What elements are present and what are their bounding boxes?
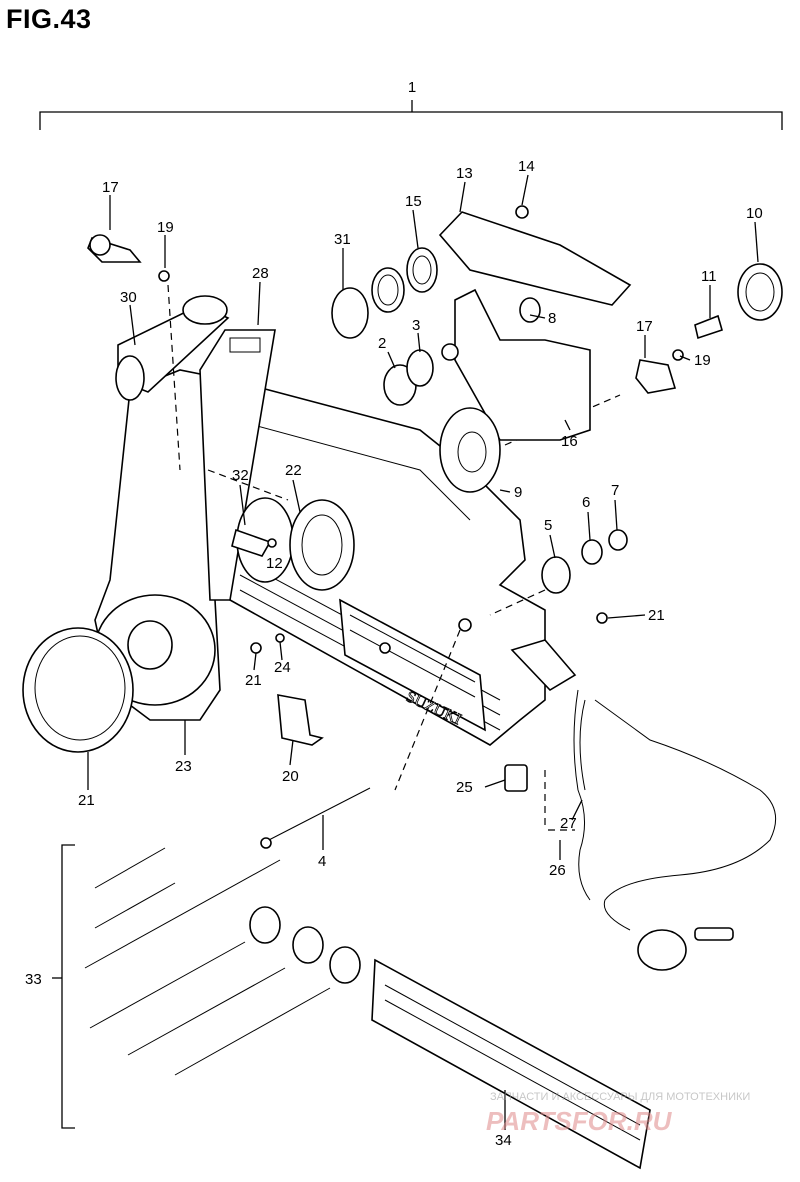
friction-knob bbox=[87, 234, 170, 282]
ring-and-bolts bbox=[635, 263, 783, 394]
callout-32: 32 bbox=[232, 467, 249, 484]
wiring-harness bbox=[594, 699, 777, 971]
callout-21b: 21 bbox=[245, 672, 262, 689]
callout-9: 9 bbox=[514, 484, 522, 501]
callout-29: 28 bbox=[252, 265, 269, 282]
lever-plate bbox=[199, 329, 276, 601]
hardware-kit bbox=[84, 847, 361, 1076]
callout-33: 33 bbox=[25, 971, 42, 988]
callout-4: 4 bbox=[318, 853, 326, 870]
callout-31: 31 bbox=[334, 231, 351, 248]
callout-19b: 19 bbox=[694, 352, 711, 369]
assembly-bracket: 1 bbox=[39, 79, 783, 130]
callout-11: 11 bbox=[701, 268, 717, 285]
callout-15: 15 bbox=[405, 193, 422, 210]
neutral-gear-assembly bbox=[231, 497, 355, 591]
callout-14: 14 bbox=[518, 158, 535, 175]
callout-34: 34 bbox=[495, 1132, 512, 1149]
callout-1: 1 bbox=[408, 79, 416, 96]
callout-3: 3 bbox=[412, 317, 420, 334]
lever-cover bbox=[22, 627, 134, 753]
callout-25: 24 bbox=[274, 659, 291, 676]
callout-7: 7 bbox=[611, 482, 619, 499]
trim-plate bbox=[371, 958, 651, 1170]
long-bolt bbox=[260, 787, 371, 849]
group-33-bracket: 33 bbox=[25, 844, 75, 1129]
callout-13: 13 bbox=[456, 165, 473, 182]
callout-19a: 19 bbox=[157, 219, 174, 236]
watermark-brand: PARTSFOR.RU bbox=[486, 1106, 673, 1136]
callout-30: 30 bbox=[120, 289, 137, 306]
callout-12: 12 bbox=[266, 555, 283, 572]
callout-21a: 21 bbox=[648, 607, 665, 624]
callout-28: 27 bbox=[560, 815, 577, 832]
callout-16: 16 bbox=[561, 433, 578, 450]
emergency-stop-switch bbox=[504, 639, 591, 901]
callout-24: 23 bbox=[175, 758, 192, 775]
shift-arm bbox=[438, 205, 632, 306]
callout-27: 26 bbox=[549, 862, 566, 879]
callout-labels: 17 19 30 28 31 2 3 15 13 14 10 11 17 19 … bbox=[78, 158, 763, 1149]
callout-18: 17 bbox=[102, 179, 119, 196]
callout-17: 17 bbox=[636, 318, 653, 335]
callout-5: 5 bbox=[544, 517, 552, 534]
figure-title: FIG.43 bbox=[6, 4, 92, 34]
bracket-20 bbox=[277, 694, 324, 746]
watermark: ЗАПЧАСТИ И АКСЕССУАРЫ ДЛЯ МОТОТЕХНИКИ PA… bbox=[486, 1091, 750, 1136]
throttle-lever-arm bbox=[94, 295, 231, 721]
callout-26: 25 bbox=[456, 779, 473, 796]
callout-6: 6 bbox=[582, 494, 590, 511]
spacers bbox=[250, 529, 628, 654]
shift-plate bbox=[439, 288, 591, 493]
callout-22: 21 bbox=[78, 792, 95, 809]
callout-23: 22 bbox=[285, 462, 302, 479]
cam-and-washers bbox=[331, 247, 438, 406]
callout-2: 2 bbox=[378, 335, 386, 352]
callout-8: 8 bbox=[548, 310, 556, 327]
callout-10: 10 bbox=[746, 205, 763, 222]
callout-20: 20 bbox=[282, 768, 299, 785]
watermark-tagline: ЗАПЧАСТИ И АКСЕССУАРЫ ДЛЯ МОТОТЕХНИКИ bbox=[490, 1091, 750, 1103]
